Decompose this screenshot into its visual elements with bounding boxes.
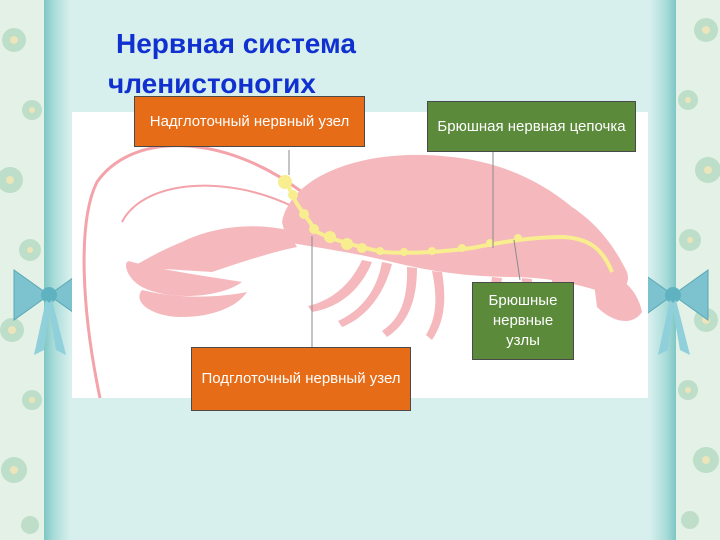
label-ventral-nerve-cord: Брюшная нервная цепочка [427,101,636,152]
label-subesophageal-ganglion: Подглоточный нервный узел [191,347,411,411]
title-line-1: Нервная система [116,28,356,59]
label-ventral-ganglia: Брюшные нервные узлы [472,282,574,360]
label-supraesophageal-ganglion: Надглоточный нервный узел [134,96,365,147]
ribbon-right [637,269,709,355]
crayfish-illustration [82,144,642,399]
floral-border-right [676,0,720,540]
page-title: Нервная система членистоногих [108,24,532,104]
title-line-2: членистоногих [108,68,316,99]
floral-border-left [0,0,44,540]
